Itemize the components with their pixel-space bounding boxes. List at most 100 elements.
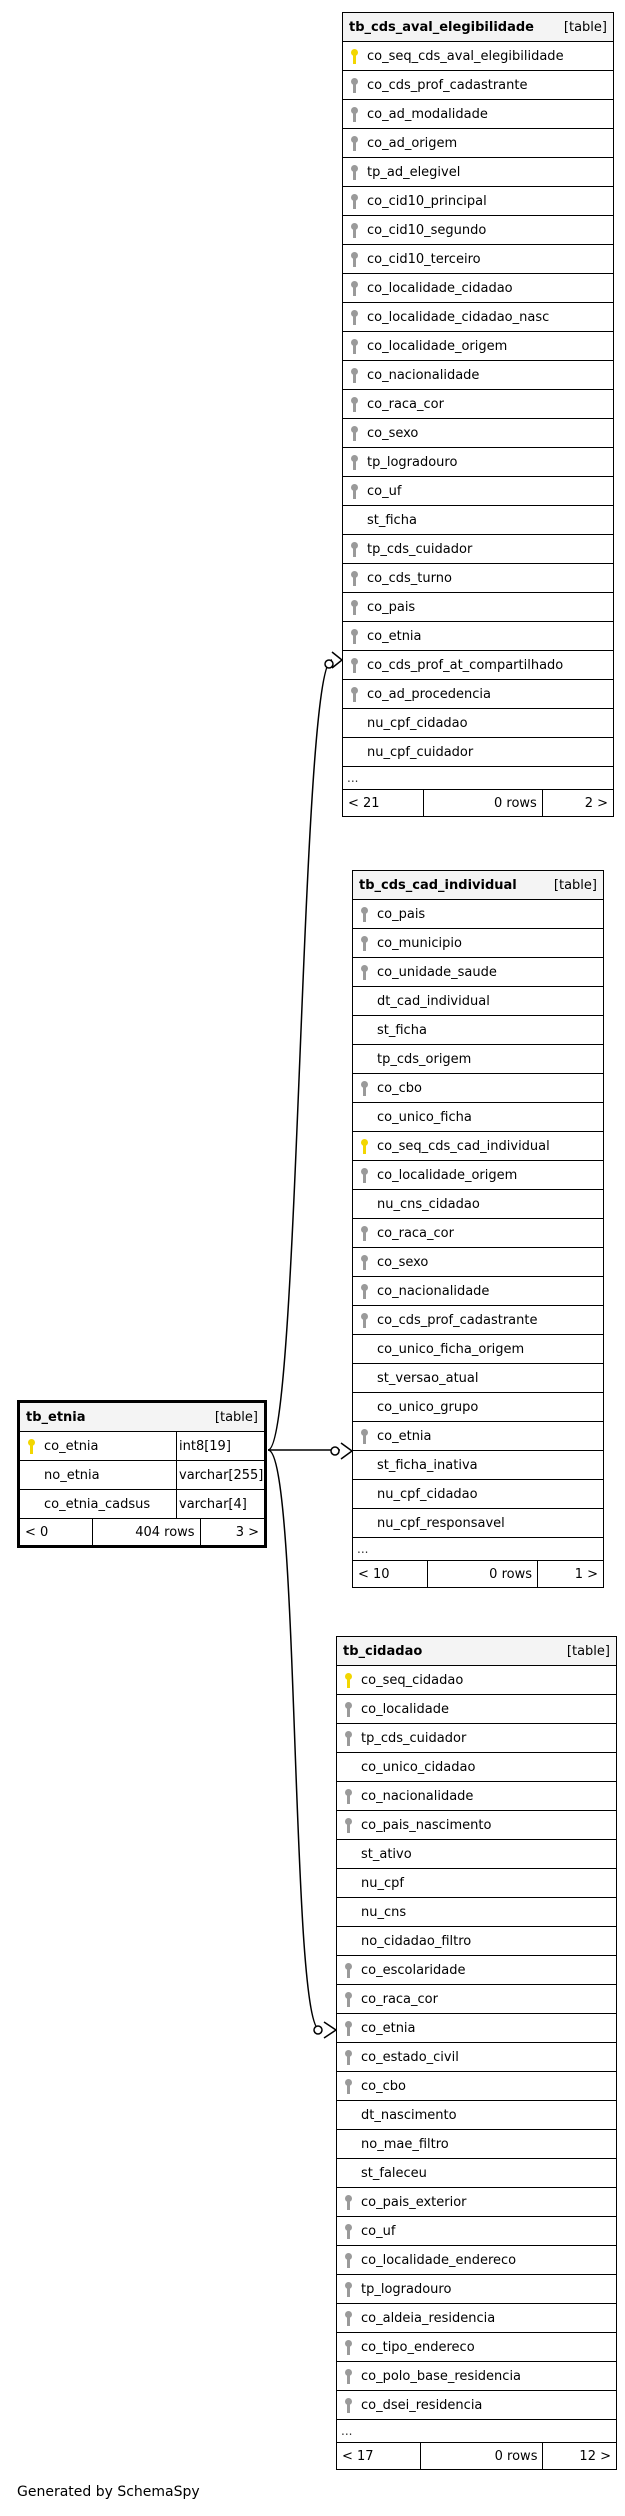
- column-row[interactable]: co_seq_cidadao: [337, 1666, 616, 1695]
- column-row[interactable]: co_nacionalidade: [353, 1277, 603, 1306]
- column-name[interactable]: co_seq_cds_cad_individual: [377, 1138, 550, 1154]
- column-name[interactable]: co_pais: [377, 906, 426, 922]
- column-name[interactable]: co_raca_cor: [377, 1225, 454, 1241]
- column-name[interactable]: co_etnia: [361, 2020, 416, 2036]
- column-name[interactable]: co_seq_cidadao: [361, 1672, 464, 1688]
- column-name[interactable]: co_cid10_principal: [367, 193, 487, 209]
- column-row[interactable]: nu_cpf_responsavel: [353, 1509, 603, 1538]
- column-row[interactable]: st_ficha_inativa: [353, 1451, 603, 1480]
- column-row[interactable]: co_ad_origem: [343, 129, 613, 158]
- table-name[interactable]: tb_cds_cad_individual: [359, 877, 517, 893]
- column-row[interactable]: tp_cds_cuidador: [343, 535, 613, 564]
- column-name[interactable]: co_unico_ficha: [377, 1109, 472, 1125]
- column-name[interactable]: co_seq_cds_aval_elegibilidade: [367, 48, 564, 64]
- parent-count-link[interactable]: < 21: [343, 790, 424, 816]
- column-row[interactable]: st_versao_atual: [353, 1364, 603, 1393]
- column-row[interactable]: nu_cpf_cidadao: [343, 709, 613, 738]
- column-row[interactable]: co_unidade_saude: [353, 958, 603, 987]
- column-row[interactable]: nu_cns_cidadao: [353, 1190, 603, 1219]
- column-name[interactable]: co_localidade_cidadao: [367, 280, 513, 296]
- column-name[interactable]: no_cidadao_filtro: [361, 1933, 472, 1949]
- child-count-link[interactable]: 2 >: [584, 795, 608, 811]
- column-row[interactable]: co_cds_turno: [343, 564, 613, 593]
- column-row[interactable]: no_mae_filtro: [337, 2130, 616, 2159]
- column-row[interactable]: nu_cpf: [337, 1869, 616, 1898]
- more-columns-ellipsis[interactable]: ...: [337, 2420, 616, 2443]
- column-row[interactable]: st_ativo: [337, 1840, 616, 1869]
- column-row[interactable]: co_cds_prof_at_compartilhado: [343, 651, 613, 680]
- column-row[interactable]: co_pais_nascimento: [337, 1811, 616, 1840]
- column-row[interactable]: co_municipio: [353, 929, 603, 958]
- column-name[interactable]: co_ad_modalidade: [367, 106, 488, 122]
- table-header[interactable]: tb_cds_aval_elegibilidade[table]: [343, 13, 613, 42]
- column-name[interactable]: co_localidade_endereco: [361, 2252, 517, 2268]
- column-row[interactable]: co_seq_cds_cad_individual: [353, 1132, 603, 1161]
- column-row[interactable]: co_unico_ficha: [353, 1103, 603, 1132]
- child-count-link[interactable]: 1 >: [574, 1566, 598, 1582]
- column-row[interactable]: co_polo_base_residencia: [337, 2362, 616, 2391]
- column-name[interactable]: tp_cds_cuidador: [367, 541, 473, 557]
- column-row[interactable]: co_etnia: [343, 622, 613, 651]
- column-row[interactable]: co_localidade_origem: [343, 332, 613, 361]
- parent-count-link[interactable]: < 17: [337, 2443, 421, 2469]
- column-name[interactable]: co_cds_turno: [367, 570, 452, 586]
- column-row[interactable]: co_cid10_principal: [343, 187, 613, 216]
- column-name[interactable]: nu_cpf_responsavel: [377, 1515, 505, 1531]
- column-row[interactable]: co_localidade: [337, 1695, 616, 1724]
- column-name[interactable]: st_ficha: [367, 512, 417, 528]
- column-name[interactable]: dt_nascimento: [361, 2107, 457, 2123]
- column-name[interactable]: co_municipio: [377, 935, 462, 951]
- column-name[interactable]: co_localidade_origem: [377, 1167, 518, 1183]
- column-row[interactable]: co_localidade_cidadao_nasc: [343, 303, 613, 332]
- column-name[interactable]: tp_cds_cuidador: [361, 1730, 467, 1746]
- column-name[interactable]: co_cds_prof_cadastrante: [367, 77, 528, 93]
- column-name[interactable]: co_estado_civil: [361, 2049, 459, 2065]
- column-row[interactable]: co_etnia: [337, 2014, 616, 2043]
- column-name[interactable]: st_ativo: [361, 1846, 412, 1862]
- column-row[interactable]: tp_cds_origem: [353, 1045, 603, 1074]
- column-name[interactable]: no_mae_filtro: [361, 2136, 449, 2152]
- column-row[interactable]: co_nacionalidade: [337, 1782, 616, 1811]
- column-row[interactable]: co_uf: [337, 2217, 616, 2246]
- column-name[interactable]: co_aldeia_residencia: [361, 2310, 496, 2326]
- column-name[interactable]: co_uf: [361, 2223, 396, 2239]
- column-row[interactable]: st_faleceu: [337, 2159, 616, 2188]
- column-row[interactable]: co_cds_prof_cadastrante: [343, 71, 613, 100]
- column-row[interactable]: st_ficha: [343, 506, 613, 535]
- column-name[interactable]: st_ficha_inativa: [377, 1457, 478, 1473]
- column-name[interactable]: nu_cpf_cidadao: [377, 1486, 478, 1502]
- column-name[interactable]: co_raca_cor: [367, 396, 444, 412]
- column-name[interactable]: co_pais_nascimento: [361, 1817, 492, 1833]
- column-row[interactable]: co_nacionalidade: [343, 361, 613, 390]
- column-name[interactable]: co_nacionalidade: [361, 1788, 474, 1804]
- column-name[interactable]: co_unico_ficha_origem: [377, 1341, 525, 1357]
- column-name[interactable]: co_tipo_endereco: [361, 2339, 475, 2355]
- column-row[interactable]: co_ad_procedencia: [343, 680, 613, 709]
- column-name[interactable]: tp_cds_origem: [377, 1051, 472, 1067]
- column-row[interactable]: tp_logradouro: [343, 448, 613, 477]
- column-row[interactable]: co_cbo: [337, 2072, 616, 2101]
- column-row[interactable]: co_localidade_cidadao: [343, 274, 613, 303]
- column-row[interactable]: co_cid10_terceiro: [343, 245, 613, 274]
- column-row[interactable]: co_raca_cor: [337, 1985, 616, 2014]
- column-name[interactable]: co_cid10_terceiro: [367, 251, 481, 267]
- parent-count-link[interactable]: < 0: [20, 1519, 94, 1545]
- column-row[interactable]: co_localidade_endereco: [337, 2246, 616, 2275]
- column-name[interactable]: co_uf: [367, 483, 402, 499]
- column-row[interactable]: co_raca_cor: [353, 1219, 603, 1248]
- column-row[interactable]: co_pais: [343, 593, 613, 622]
- column-name[interactable]: co_pais_exterior: [361, 2194, 467, 2210]
- table-name[interactable]: tb_etnia: [26, 1409, 86, 1425]
- column-row[interactable]: dt_nascimento: [337, 2101, 616, 2130]
- column-name[interactable]: co_cds_prof_cadastrante: [377, 1312, 538, 1328]
- column-name[interactable]: co_raca_cor: [361, 1991, 438, 2007]
- column-name[interactable]: co_cid10_segundo: [367, 222, 487, 238]
- column-name[interactable]: co_etnia: [44, 1438, 99, 1454]
- table-header[interactable]: tb_cds_cad_individual[table]: [353, 871, 603, 900]
- column-row[interactable]: tp_logradouro: [337, 2275, 616, 2304]
- column-row[interactable]: co_sexo: [343, 419, 613, 448]
- column-name[interactable]: nu_cpf: [361, 1875, 404, 1891]
